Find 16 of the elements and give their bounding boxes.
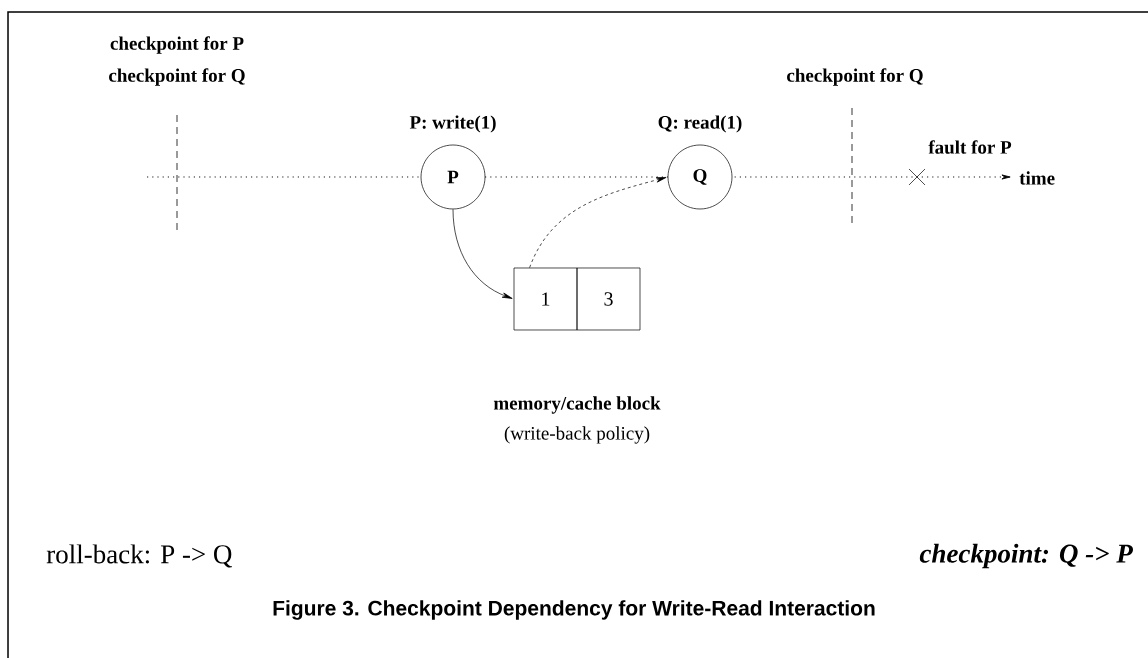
arrow — [529, 177, 667, 268]
dependency-note: checkpoint: Q -> P — [919, 543, 1133, 569]
block-title: memory/cache block — [493, 396, 661, 414]
figure-caption: Figure 3. Checkpoint Dependency for Write-Read Interaction — [273, 600, 875, 620]
fault-label: fault for P — [928, 140, 1012, 154]
process-label: Q: read(1) — [658, 115, 742, 133]
checkpoint-label: checkpoint for Q — [109, 68, 245, 86]
axis-label: time — [1019, 171, 1055, 185]
checkpoint-label: checkpoint for P — [110, 36, 244, 54]
dependency-note: roll-back: P -> Q — [46, 544, 232, 568]
block-note: (write-back policy) — [504, 426, 650, 444]
memory-cell: 1 — [513, 267, 578, 331]
checkpoint-label: checkpoint for Q — [787, 68, 923, 86]
process-label: P: write(1) — [409, 115, 496, 133]
memory-cell: 3 — [576, 267, 641, 331]
arrow — [452, 209, 513, 299]
